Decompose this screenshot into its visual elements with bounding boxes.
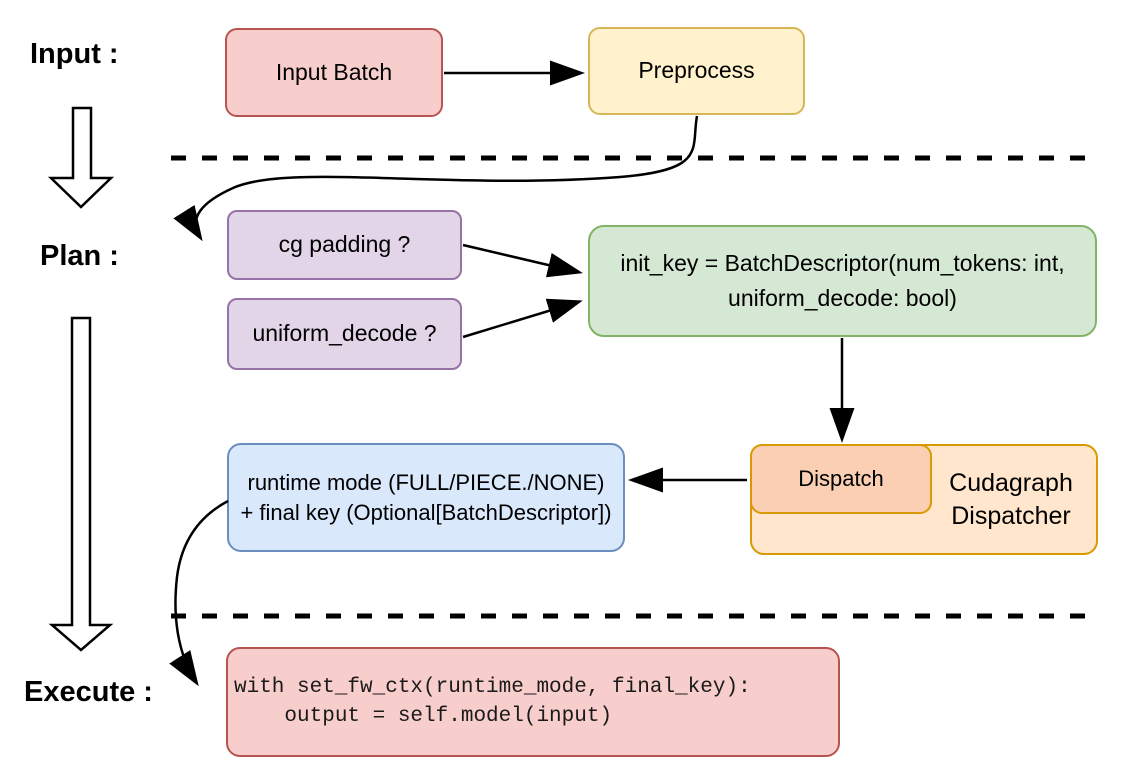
node-init-key: init_key = BatchDescriptor(num_tokens: i… [588,225,1097,337]
node-uniform-decode: uniform_decode ? [227,298,462,370]
node-cg-padding: cg padding ? [227,210,462,280]
cudagraph-dispatcher-label: Cudagraph Dispatcher [949,468,1073,530]
phase-label-execute: Execute : [24,676,153,708]
node-preprocess: Preprocess [588,27,805,115]
arrow-uniformdecode-to-initkey [462,298,583,339]
phase-label-input: Input : [30,38,119,70]
phase-label-plan: Plan : [40,240,119,272]
phase-arrow-plan-to-execute-icon [48,316,114,652]
node-execute-code: with set_fw_ctx(runtime_mode, final_key)… [226,647,840,757]
phase-arrow-input-to-plan-icon [47,106,115,209]
node-dispatch: Dispatch [750,444,932,514]
arrow-runtimemode-to-executecode [169,499,229,687]
node-input-batch: Input Batch [225,28,443,117]
node-runtime-mode: runtime mode (FULL/PIECE./NONE) + final … [227,443,625,552]
arrow-cgpadding-to-initkey [462,243,583,278]
